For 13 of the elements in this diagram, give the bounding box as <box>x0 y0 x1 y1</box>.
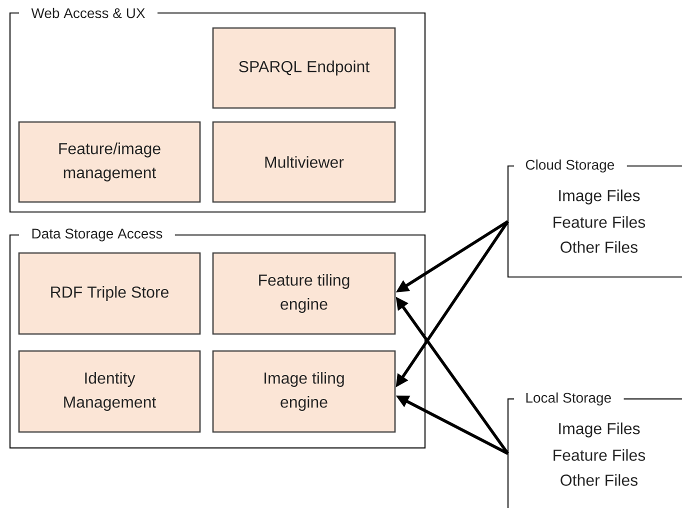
process-box: Image tiling engine <box>212 350 396 433</box>
file-type-label: Feature Files <box>554 216 646 228</box>
process-box: SPARQL Endpoint <box>212 27 396 109</box>
file-type-label: Other Files <box>560 474 638 486</box>
file-type-label: Image Files <box>559 422 640 438</box>
process-box: Feature/image management <box>18 121 201 203</box>
process-box: Feature tiling engine <box>212 252 396 335</box>
process-box: RDF Triple Store <box>18 252 201 335</box>
process-box: Identity Management <box>18 350 201 433</box>
file-type-label: Image Files <box>559 190 640 204</box>
file-type-label: Feature Files <box>554 449 646 461</box>
process-box: Multiviewer <box>212 121 396 203</box>
file-type-label: Other Files <box>560 241 638 253</box>
